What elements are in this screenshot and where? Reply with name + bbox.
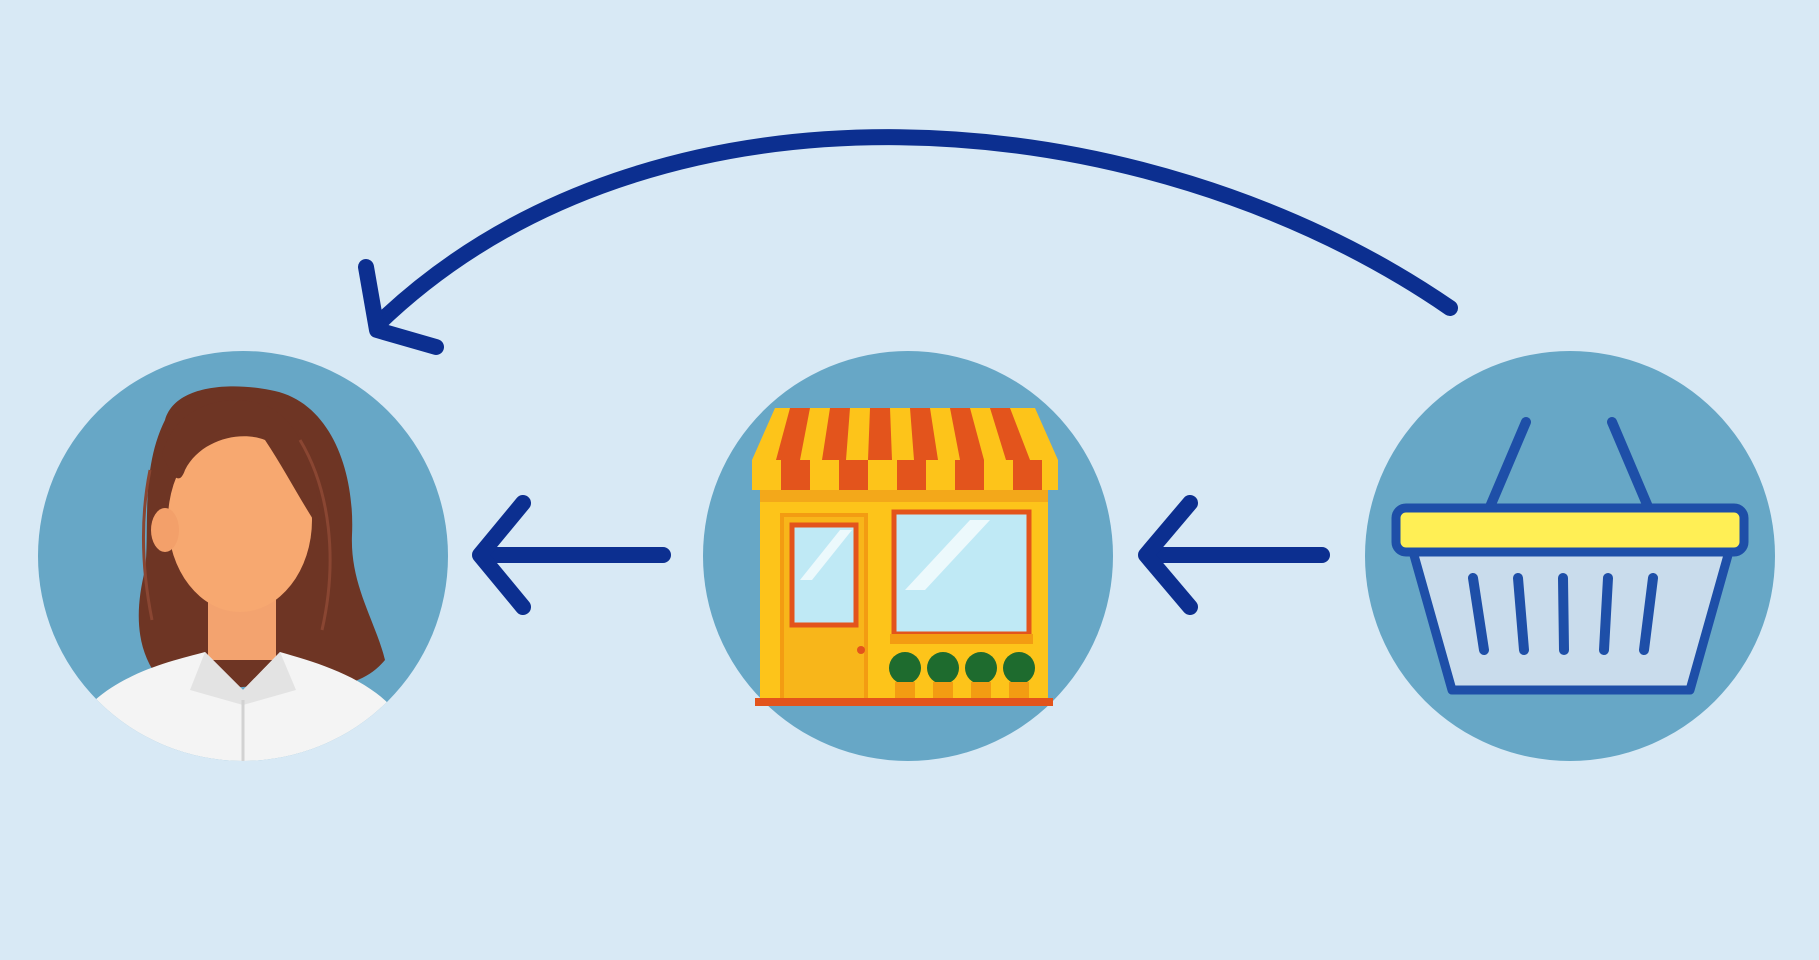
node-products bbox=[1365, 351, 1775, 761]
storefront-icon bbox=[752, 408, 1058, 706]
shopping-basket-icon bbox=[1391, 417, 1749, 695]
awning bbox=[752, 408, 1058, 490]
arrow-store-to-person bbox=[472, 495, 671, 615]
arrow-basket-to-store bbox=[1138, 495, 1330, 615]
plant-pots bbox=[889, 652, 1035, 700]
node-customer bbox=[38, 351, 448, 761]
arrow-curved-basket-to-person bbox=[358, 129, 1458, 355]
node-store bbox=[703, 351, 1113, 761]
